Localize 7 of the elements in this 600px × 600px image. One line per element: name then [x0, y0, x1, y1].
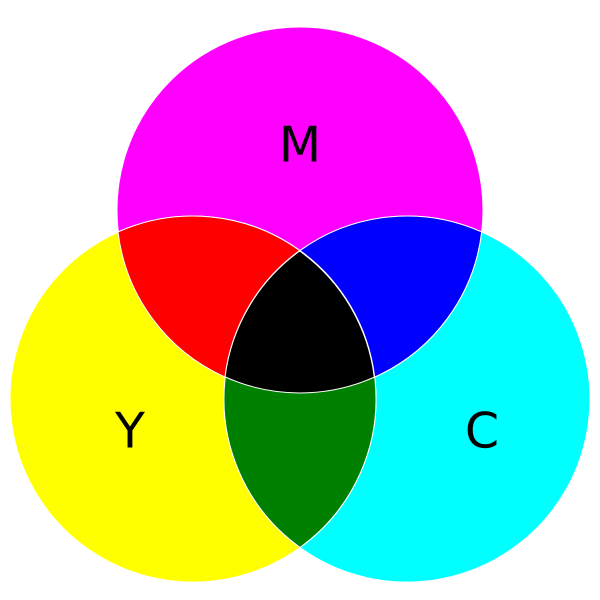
circle-label: C: [464, 406, 500, 456]
circle-label: Y: [115, 406, 145, 456]
overlap-region: [300, 216, 482, 378]
circle-label: M: [278, 120, 322, 170]
overlap-region: [118, 216, 300, 378]
center-overlap-region: [225, 250, 375, 393]
overlap-region: [224, 377, 376, 548]
